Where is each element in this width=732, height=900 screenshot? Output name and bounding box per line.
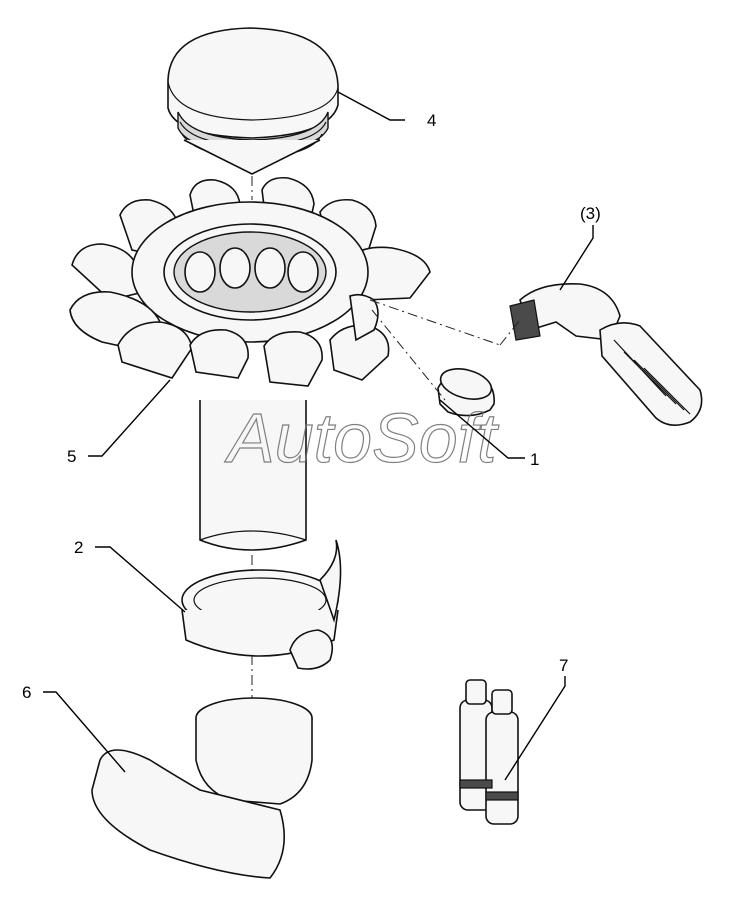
leader-lines [43,91,594,781]
callout-3: (3) [580,204,601,223]
callout-6: 6 [22,683,31,702]
part-2-clamp [181,539,342,670]
part-3-elbow [509,283,703,426]
part-6-elbow-pipe [91,697,313,879]
part-5-manifold [69,176,431,551]
autosoft-watermark: AutoSoft [224,399,499,477]
part-1-plug [437,368,495,417]
callout-1: 1 [530,450,539,469]
part-4-cap [167,27,339,200]
callout-5: 5 [67,447,76,466]
callout-4: 4 [427,111,436,130]
part-7-fittings [459,679,519,825]
callout-2: 2 [74,538,83,557]
callout-7: 7 [559,656,568,675]
